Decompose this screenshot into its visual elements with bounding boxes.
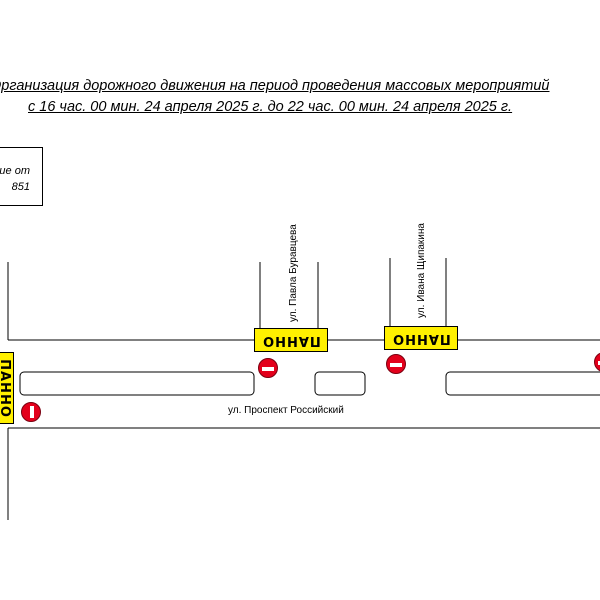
no-entry-sign-ivana — [386, 354, 406, 374]
panel-sign-ivana-text: ПАННО — [391, 330, 451, 346]
title-line-1: Организация дорожного движения на период… — [0, 78, 550, 94]
street-label-ivana: ул. Ивана Щипакина — [416, 223, 427, 318]
median-island-1 — [19, 371, 255, 396]
panel-sign-west-text: ПАННО — [0, 358, 12, 418]
median-island-3 — [445, 371, 600, 396]
info-box-line-2: 851 — [11, 181, 30, 193]
no-entry-sign-pavla — [258, 358, 278, 378]
street-label-main: ул. Проспект Российский — [228, 405, 344, 416]
info-box-line-1: ие от — [0, 165, 30, 177]
panel-sign-west: ПАННО — [0, 352, 14, 424]
info-box: ие от 851 — [0, 147, 43, 206]
street-label-pavla: ул. Павла Буравцева — [288, 224, 299, 322]
panel-sign-pavla: ПАННО — [254, 328, 328, 352]
panel-sign-ivana: ПАННО — [384, 326, 458, 350]
median-island-2 — [314, 371, 366, 396]
no-entry-sign-west — [21, 402, 41, 422]
panel-sign-pavla-text: ПАННО — [261, 332, 321, 348]
title-line-2: с 16 час. 00 мин. 24 апреля 2025 г. до 2… — [28, 99, 513, 115]
